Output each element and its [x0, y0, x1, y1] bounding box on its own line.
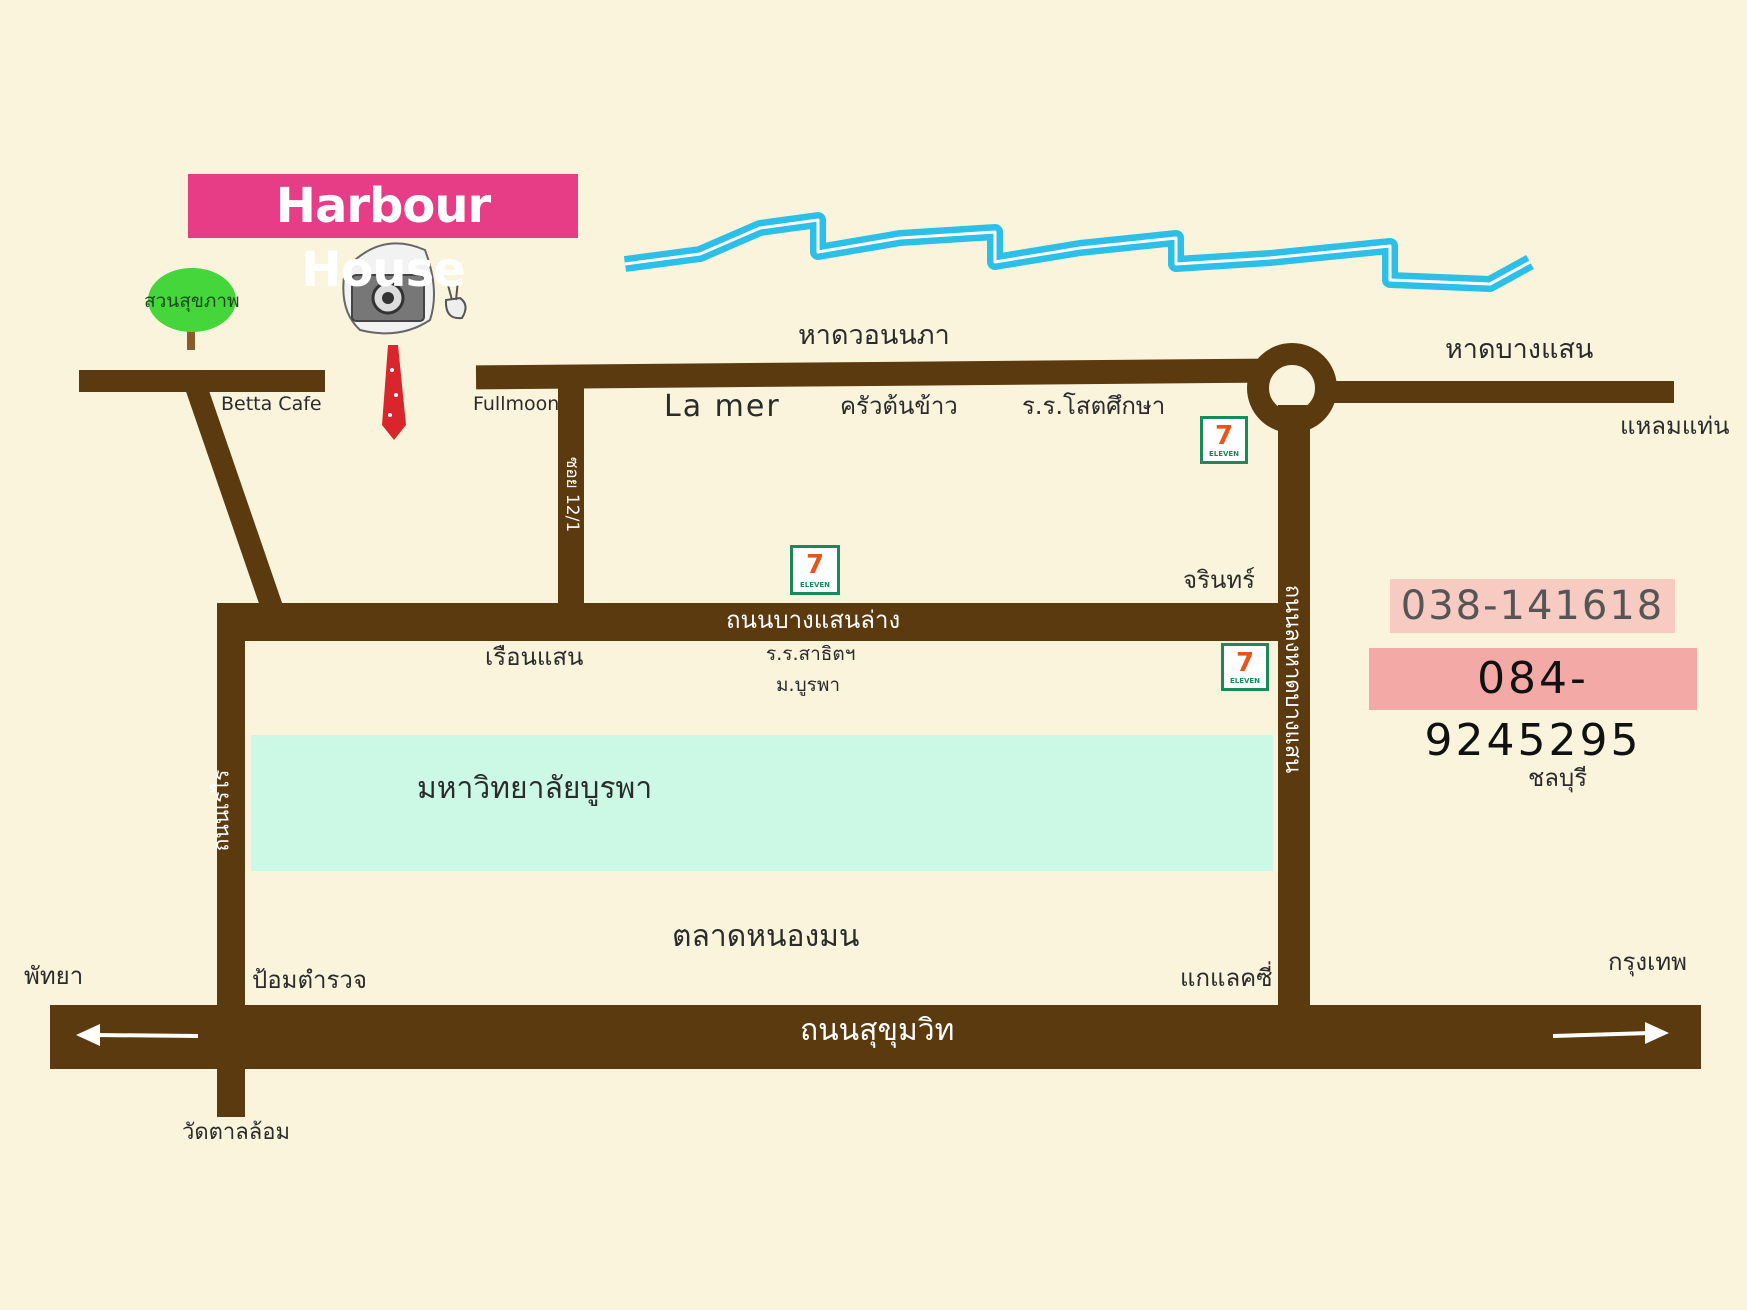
label-satit-school: ร.ร.สาธิตฯ [766, 643, 856, 665]
phone-box-1: 038-141618 [1390, 579, 1675, 633]
label-won-nopha-beach: หาดวอนนภา [798, 320, 950, 351]
label-laem-taen: แหลมแท่น [1620, 412, 1730, 440]
label-bangkok: กรุงเทพ [1608, 948, 1687, 976]
label-market: ตลาดหนองมน [672, 919, 860, 954]
label-police-box: ป้อมตำรวจ [252, 966, 367, 994]
soi-road [558, 386, 584, 606]
sukhumvit-road [50, 1005, 1701, 1069]
right-arrow-icon [1552, 1022, 1669, 1044]
label-galaxy: แกแลคซี่ [1180, 964, 1273, 992]
label-charin: จรินทร์ [1183, 566, 1256, 594]
label-krua-ton-khao: ครัวต้นข้าว [840, 392, 958, 420]
label-road-long-hat: ถนนลงหาดบางแสน [1280, 584, 1306, 774]
label-chonburi: ชลบุรี [1528, 764, 1588, 792]
label-road-rerai: ถนนเรไร [209, 769, 234, 852]
label-betta-cafe: Betta Cafe [221, 393, 322, 415]
label-ruean-saen: เรือนแสน [485, 643, 584, 671]
label-university: มหาวิทยาลัยบูรพา [417, 771, 653, 806]
page-title: Harbour House [275, 178, 491, 298]
left-arrow-icon [76, 1024, 199, 1046]
label-pattaya: พัทยา [24, 962, 84, 990]
phone-number-1[interactable]: 038-141618 [1400, 583, 1665, 629]
label-school-sod: ร.ร.โสตศึกษา [1022, 392, 1166, 420]
label-burapha-short: ม.บูรพา [776, 674, 841, 696]
university-campus-area [251, 735, 1273, 871]
label-fullmoon: Fullmoon [473, 393, 560, 415]
phone-box-2: 084-9245295 [1369, 648, 1697, 766]
label-bang-saen-beach: หาดบางแสน [1445, 334, 1594, 365]
label-road-sukhumvit: ถนนสุขุมวิท [800, 1013, 955, 1048]
label-park: สวนสุขภาพ [144, 290, 240, 312]
top-road-right [1330, 381, 1674, 403]
bang-saen-lang-road [217, 603, 1288, 641]
label-la-mer: La mer [664, 389, 781, 424]
long-hat-road [1278, 405, 1310, 1009]
title-banner: Harbour House [188, 174, 578, 298]
label-road-soi: ซอย 12/1 [562, 456, 583, 533]
label-road-bang-saen-lang: ถนนบางแสนล่าง [726, 606, 901, 634]
label-temple: วัดตาลล้อม [182, 1120, 290, 1145]
phone-number-2[interactable]: 084-9245295 [1424, 653, 1642, 766]
